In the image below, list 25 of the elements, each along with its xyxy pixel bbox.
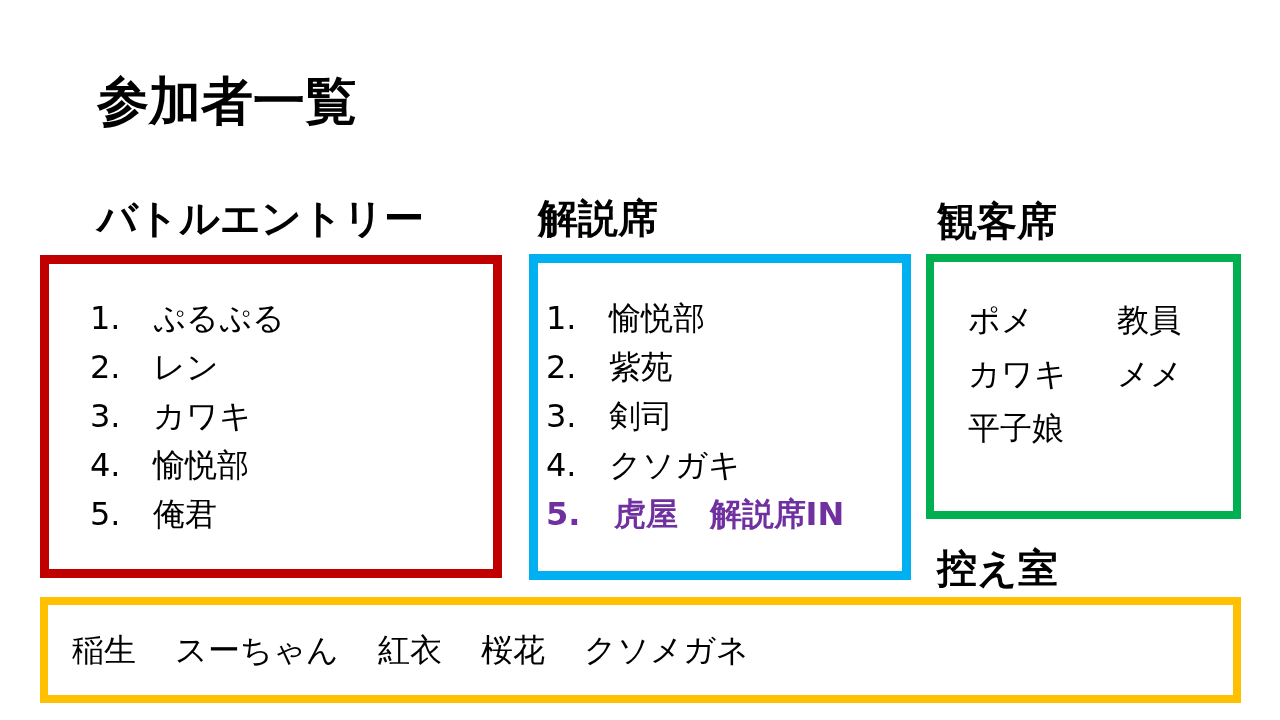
list-item: カワキ [968, 354, 1067, 395]
list-item: 紅衣 [378, 630, 442, 671]
section-heading: バトルエントリー [97, 194, 424, 242]
list-item: 桜花 [481, 630, 545, 671]
list-item: 1. ぷるぷる [90, 298, 285, 339]
list-item: 2. 紫苑 [546, 347, 673, 388]
list-item: 教員 [1117, 300, 1181, 341]
list-item: 5. 俺君 [90, 494, 217, 535]
list-item: 5. 虎屋 解説席IN [546, 494, 845, 535]
list-item: スーちゃん [175, 630, 339, 671]
list-item: 稲生 [72, 630, 136, 671]
list-item: 4. 愉悦部 [90, 445, 249, 486]
slide-title: 参加者一覧 [97, 70, 357, 132]
list-item: クソメガネ [584, 630, 749, 671]
section-heading: 観客席 [937, 197, 1057, 245]
section-heading: 解説席 [538, 194, 658, 242]
list-item: ポメ [968, 300, 1034, 341]
list-item: メメ [1117, 354, 1183, 395]
list-item: 3. 剣司 [546, 396, 673, 437]
section-heading: 控え室 [937, 544, 1058, 592]
list-item: 3. カワキ [90, 396, 252, 437]
list-item: 1. 愉悦部 [546, 298, 705, 339]
list-item: 4. クソガキ [546, 445, 741, 486]
list-item: 2. レン [90, 347, 219, 388]
list-item: 平子娘 [968, 408, 1064, 449]
